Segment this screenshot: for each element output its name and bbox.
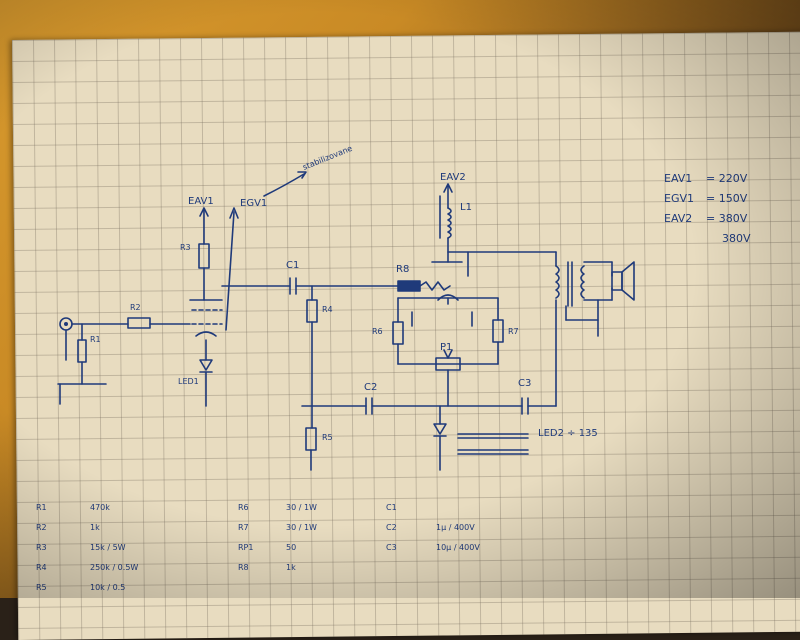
resistor-r7 bbox=[492, 319, 504, 343]
label-egv1: EGV1 bbox=[240, 198, 267, 209]
svg-text:1μ / 400V: 1μ / 400V bbox=[436, 523, 475, 532]
voltage-value-2: = 150V bbox=[706, 192, 748, 205]
svg-text:R7: R7 bbox=[238, 523, 249, 532]
label-l1: L1 bbox=[460, 202, 472, 213]
svg-text:1k: 1k bbox=[90, 523, 100, 532]
label-c1: C1 bbox=[286, 260, 299, 271]
label-c3: C3 bbox=[518, 378, 531, 389]
schematic-drawing: R1 R2 R3 EAV1 EGV1 stabilizovane LED1 C1… bbox=[36, 144, 751, 592]
label-r4: R4 bbox=[322, 305, 333, 314]
svg-text:10μ / 400V: 10μ / 400V bbox=[436, 543, 480, 552]
note-stabilized: stabilizovane bbox=[301, 144, 353, 172]
svg-text:R5: R5 bbox=[36, 583, 47, 592]
label-led1: LED1 bbox=[178, 377, 199, 386]
voltage-name-2: EGV1 bbox=[664, 192, 694, 205]
label-eav2: EAV2 bbox=[440, 172, 466, 183]
label-r2: R2 bbox=[130, 303, 141, 312]
svg-text:RP1: RP1 bbox=[238, 543, 253, 552]
resistor-r6 bbox=[392, 321, 404, 345]
label-c2: C2 bbox=[364, 382, 377, 393]
parts-list-col1: R1 470k R2 1k R3 15k / 5W R4 250k / 0.5W… bbox=[36, 503, 138, 592]
svg-text:C3: C3 bbox=[386, 543, 397, 552]
voltage-value-3: = 380V bbox=[706, 212, 748, 225]
voltage-name-3: EAV2 bbox=[664, 212, 692, 225]
svg-text:R2: R2 bbox=[36, 523, 47, 532]
label-r5: R5 bbox=[322, 433, 333, 442]
svg-text:R6: R6 bbox=[238, 503, 249, 512]
voltage-value-1: = 220V bbox=[706, 172, 748, 185]
resistor-r1 bbox=[77, 339, 87, 363]
input-jack bbox=[59, 317, 73, 361]
svg-text:C1: C1 bbox=[386, 503, 397, 512]
svg-text:470k: 470k bbox=[90, 503, 110, 512]
voltage-name-1: EAV1 bbox=[664, 172, 692, 185]
resistor-r8 bbox=[397, 280, 421, 292]
resistor-r4 bbox=[306, 299, 318, 323]
svg-text:10k / 0.5: 10k / 0.5 bbox=[90, 583, 125, 592]
svg-text:50: 50 bbox=[286, 543, 296, 552]
label-led2: LED2 ÷ 135 bbox=[538, 428, 598, 439]
svg-text:250k / 0.5W: 250k / 0.5W bbox=[90, 563, 138, 572]
label-r7: R7 bbox=[508, 327, 519, 336]
resistor-r2 bbox=[127, 317, 151, 329]
label-r8: R8 bbox=[396, 264, 409, 275]
parts-list-col3: C1 C2 1μ / 400V C3 10μ / 400V bbox=[386, 503, 480, 552]
svg-text:R4: R4 bbox=[36, 563, 47, 572]
speaker-icon bbox=[611, 261, 635, 301]
svg-text:C2: C2 bbox=[386, 523, 397, 532]
label-r1: R1 bbox=[90, 335, 101, 344]
svg-text:1k: 1k bbox=[286, 563, 296, 572]
output-transformer bbox=[555, 261, 585, 307]
resistor-r3 bbox=[198, 243, 210, 269]
svg-text:30 / 1W: 30 / 1W bbox=[286, 503, 317, 512]
label-eav1: EAV1 bbox=[188, 196, 214, 207]
label-r3: R3 bbox=[180, 243, 191, 252]
voltage-alt-3: 380V bbox=[722, 232, 751, 245]
svg-text:R8: R8 bbox=[238, 563, 249, 572]
svg-text:R3: R3 bbox=[36, 543, 47, 552]
resistor-r5 bbox=[305, 427, 317, 451]
svg-text:30 / 1W: 30 / 1W bbox=[286, 523, 317, 532]
parts-list-col2: R6 30 / 1W R7 30 / 1W RP1 50 R8 1k bbox=[238, 503, 317, 572]
svg-text:15k / 5W: 15k / 5W bbox=[90, 543, 126, 552]
label-p1: P1 bbox=[440, 342, 452, 353]
label-r6: R6 bbox=[372, 327, 383, 336]
triode-tube bbox=[189, 299, 223, 337]
svg-text:R1: R1 bbox=[36, 503, 47, 512]
